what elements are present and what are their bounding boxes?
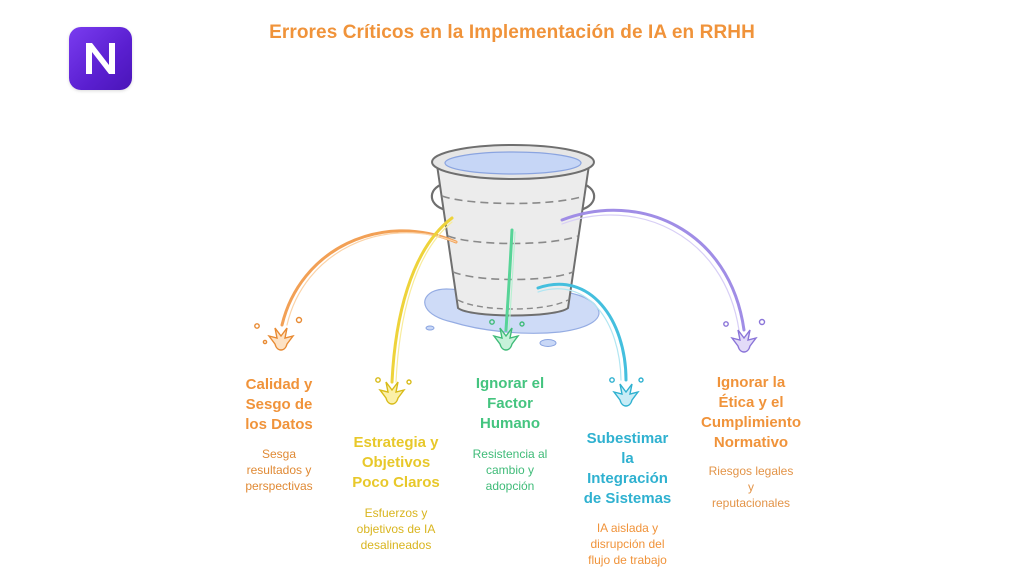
stream-orange-inner (286, 232, 457, 326)
bucket-band-1 (441, 195, 585, 205)
item-label-datos: Calidad y Sesgo de los Datos (224, 375, 334, 435)
item-desc-line: Riesgos legales (708, 464, 794, 478)
bucket-bottom-ring (457, 299, 569, 310)
item-label-integracion: Subestimar la Integración de Sistemas (570, 429, 685, 509)
item-label-line: Ignorar el (475, 375, 545, 392)
item-desc-line: disrupción del (590, 537, 665, 551)
item-desc-line: resultados y (246, 463, 312, 477)
item-desc-line: perspectivas (245, 479, 313, 493)
item-desc-line: adopción (485, 479, 535, 493)
item-desc-integracion: IA aislada y disrupción del flujo de tra… (570, 520, 685, 568)
item-label-line: los Datos (245, 416, 313, 433)
bucket-body (435, 164, 591, 317)
stream-yellow (390, 216, 454, 384)
item-desc-etica: Riesgos legales y reputacionales (683, 463, 819, 511)
n-letter-icon (86, 43, 115, 74)
item-desc-line: Resistencia al (472, 447, 548, 461)
splash-green (489, 319, 525, 351)
item-label-line: Sesgo de (245, 396, 313, 413)
item-label-line: Ética y el (718, 394, 784, 411)
stream-green-inner (508, 231, 516, 331)
item-label-etica: Ignorar la Ética y el Cumplimiento Norma… (683, 373, 819, 453)
water-drop-tiny (425, 325, 435, 331)
stream-green (504, 228, 514, 332)
item-desc-line: Sesga (261, 447, 297, 461)
bucket-band-3 (452, 271, 574, 281)
item-desc-line: reputacionales (711, 496, 791, 510)
item-desc-line: Esfuerzos y (364, 506, 428, 520)
item-label-line: Ignorar la (716, 374, 786, 391)
stream-purple-inner (561, 214, 740, 331)
splash-yellow (375, 377, 412, 405)
stream-blue (536, 282, 628, 382)
stream-blue-inner (537, 288, 622, 381)
item-label-line: Poco Claros (352, 474, 440, 491)
item-desc-datos: Sesga resultados y perspectivas (224, 446, 334, 494)
item-label-line: Calidad y (245, 376, 313, 393)
item-label-estrategia: Estrategia y Objetivos Poco Claros (336, 433, 456, 493)
stream-orange (280, 229, 458, 327)
item-desc-humano: Resistencia al cambio y adopción (455, 446, 565, 494)
splash-purple (723, 318, 766, 353)
stream-yellow-inner (395, 221, 453, 383)
item-desc-line: cambio y (485, 463, 535, 477)
page-title: Errores Críticos en la Implementación de… (269, 22, 755, 43)
bucket-band-2 (447, 235, 579, 245)
brand-logo (69, 27, 132, 90)
item-desc-line: IA aislada y (596, 521, 659, 535)
item-desc-line: desalineados (360, 538, 432, 552)
item-desc-line: objetivos de IA (356, 522, 436, 536)
item-label-line: la (621, 450, 634, 467)
item-label-line: Humano (480, 415, 540, 432)
splash-orange (254, 316, 303, 351)
water-drop-small (539, 339, 557, 347)
item-label-line: Integración (587, 470, 668, 487)
item-label-line: Normativo (713, 434, 789, 451)
item-label-line: Estrategia y (353, 434, 439, 451)
stream-purple (560, 208, 746, 332)
item-desc-line: y (748, 480, 754, 494)
item-desc-line: flujo de trabajo (588, 553, 667, 567)
bucket-water-surface (444, 151, 582, 175)
splash-blue (609, 377, 644, 407)
item-label-line: de Sistemas (583, 490, 672, 507)
item-label-line: Objetivos (361, 454, 431, 471)
item-label-line: Subestimar (586, 430, 669, 447)
item-label-humano: Ignorar el Factor Humano (455, 374, 565, 434)
item-label-line: Cumplimiento (701, 414, 801, 431)
item-label-line: Factor (487, 395, 533, 412)
item-desc-estrategia: Esfuerzos y objetivos de IA desalineados (336, 505, 456, 553)
